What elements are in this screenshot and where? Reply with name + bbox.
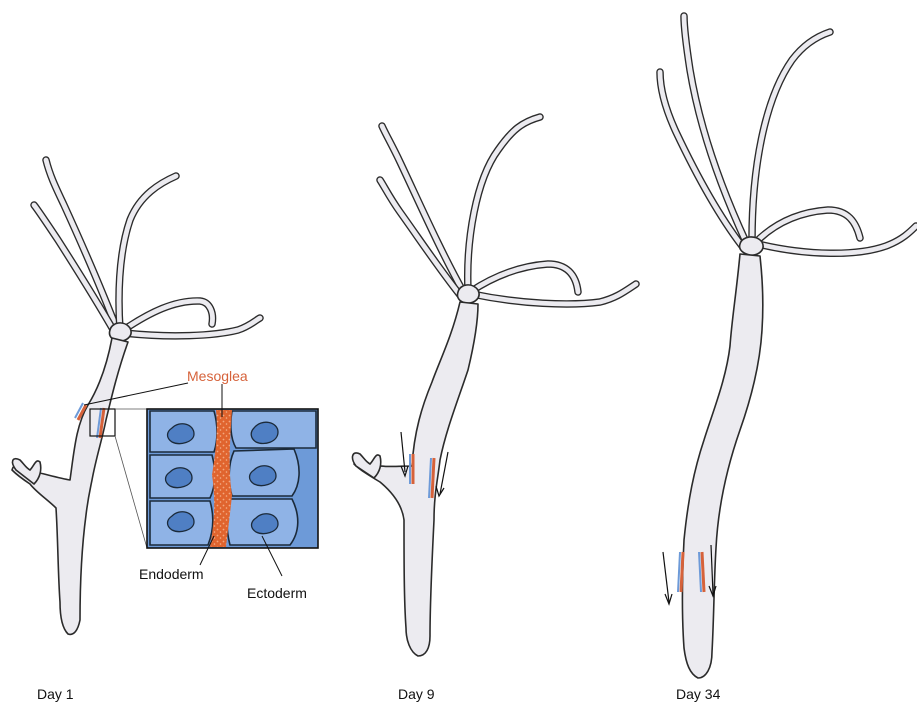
hypostome (457, 285, 479, 303)
graft-band-left-red (681, 552, 683, 592)
migration-arrow-left (401, 432, 408, 476)
tissue-inset (147, 384, 318, 576)
tentacles (34, 160, 260, 336)
body-column (683, 254, 763, 678)
mesoglea-label: Mesoglea (187, 368, 248, 384)
hypostome (740, 237, 763, 255)
graft-band-right-red (702, 552, 704, 592)
ectoderm-label: Ectoderm (247, 585, 307, 601)
tentacles (380, 117, 636, 304)
body-column (354, 302, 478, 656)
hydra-day-34 (660, 16, 916, 678)
zoom-line-bottom (115, 436, 147, 548)
hydra-day-1 (12, 160, 260, 634)
migration-arrow-left (663, 552, 672, 604)
day-34-label: Day 34 (676, 686, 721, 702)
body-column (12, 338, 128, 634)
graft-band-left-blue (678, 552, 680, 592)
endoderm-label: Endoderm (139, 566, 204, 582)
hydra-day-9 (353, 117, 636, 656)
day-9-label: Day 9 (398, 686, 435, 702)
tentacles (660, 16, 916, 253)
graft-band-right-red (432, 458, 434, 498)
day-1-label: Day 1 (37, 686, 74, 702)
